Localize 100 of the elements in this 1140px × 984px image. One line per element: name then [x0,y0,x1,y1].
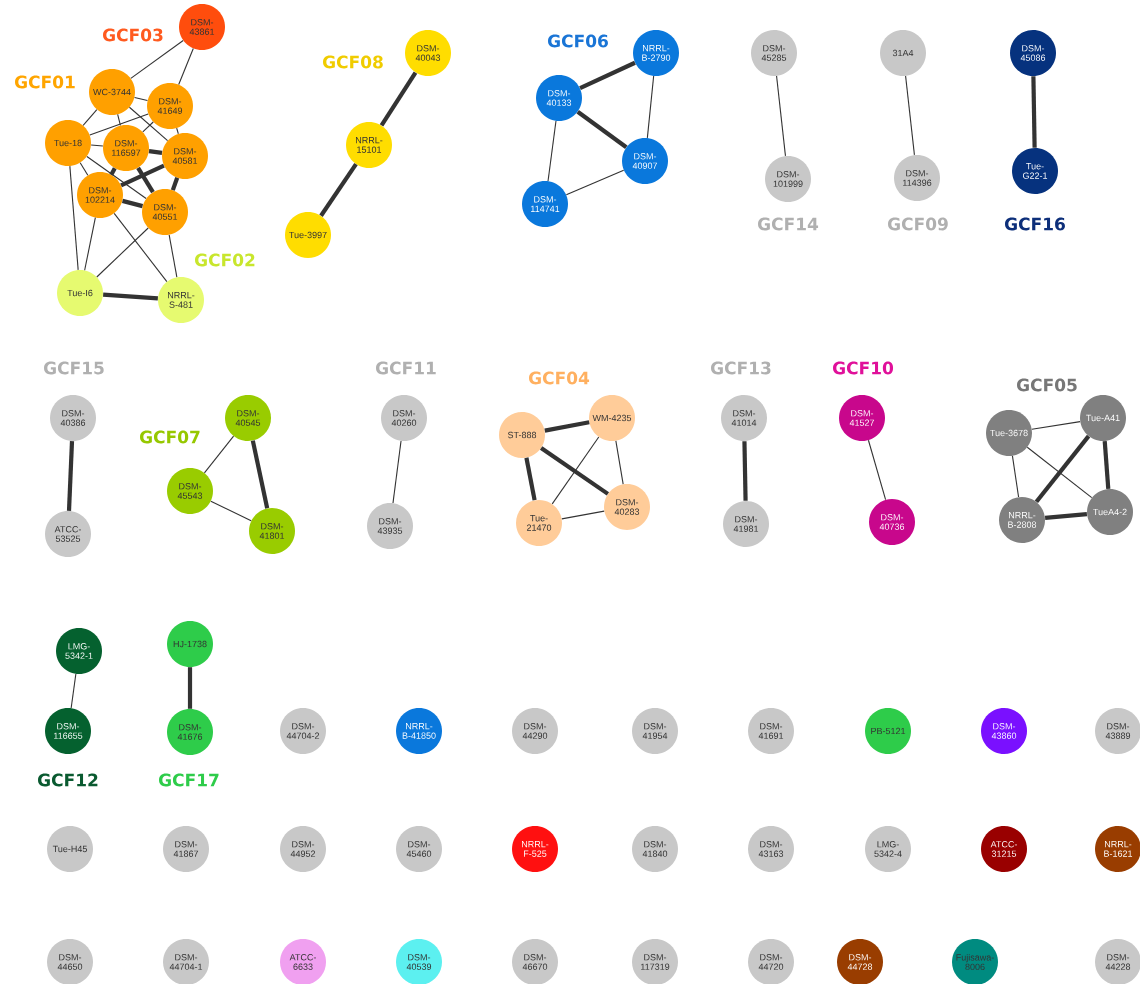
strain-node: DSM-41691 [748,708,794,754]
strain-node: DSM-45285 [751,30,797,76]
strain-node: NRRL-F-525 [512,826,558,872]
edge-line [250,440,270,509]
edge-line [79,162,89,176]
strain-node: DSM-41840 [632,826,678,872]
strain-node: ST-888 [499,412,545,458]
edge-line [203,435,235,474]
strain-node: DSM-41527 [839,395,885,441]
strain-node: LMG-5342-4 [865,826,911,872]
edge-line [319,163,358,217]
cluster-label: GCF03 [103,28,163,42]
edge-line [170,177,180,191]
cluster-label: GCF05 [1017,378,1077,392]
edge-line [121,198,144,209]
strain-node: DSM-43889 [1095,708,1140,754]
strain-node: DSM-41649 [147,83,193,129]
strain-node: LMG-5342-1 [56,628,102,674]
edge-line [89,113,149,136]
strain-node: DSM-45543 [167,468,213,514]
edge-line [524,457,537,501]
strain-node: Tue-G22-1 [1012,148,1058,194]
strain-node: NRRL-S-481 [158,277,204,323]
cluster-label: GCF08 [323,55,383,69]
edge-line [103,292,158,301]
edge-line [1102,440,1111,489]
cluster-label: GCF16 [1005,217,1065,231]
strain-node: NRRL-B-1621 [1095,826,1140,872]
strain-node: DSM-41014 [721,395,767,441]
cluster-label: GCF06 [548,34,608,48]
strain-node: ATCC-31215 [981,826,1027,872]
strain-node: 31A4 [880,30,926,76]
strain-node: ATCC-6633 [280,939,326,984]
edge-line [539,446,610,496]
edge-line [776,75,786,157]
cluster-label: GCF02 [195,253,255,267]
edge-line [1044,512,1088,520]
strain-node: DSM-102214 [77,172,123,218]
edge-line [379,71,418,127]
strain-node: DSM-43163 [748,826,794,872]
edge-line [69,165,79,271]
strain-node: Fujisawa-8006 [952,939,998,984]
edge-line [1034,434,1091,504]
strain-node: DSM-44228 [1095,939,1140,984]
strain-node: DSM-40133 [536,75,582,121]
strain-node: Tue-A41 [1080,395,1126,441]
strain-node: Tue-H45 [47,826,93,872]
strain-node: DSM-43861 [179,4,225,50]
edge-line [392,440,402,504]
strain-node: DSM-40736 [869,499,915,545]
strain-node: DSM-40545 [225,395,271,441]
edge-line [109,167,117,176]
edge-line [70,673,77,709]
cluster-label: GCF01 [15,75,75,89]
edge-line [544,420,590,433]
cluster-label: GCF07 [140,430,200,444]
cluster-label: GCF15 [44,361,104,375]
strain-node: DSM-44728 [837,939,883,984]
edge-line [130,40,184,79]
strain-node: DSM-44952 [280,826,326,872]
strain-node: NRRL-15101 [346,122,392,168]
edge-line [615,440,624,485]
edge-line [120,163,165,188]
cluster-label: GCF11 [376,361,436,375]
edge-line [579,60,636,91]
strain-node: DSM-40581 [162,133,208,179]
strain-node: DSM-46670 [512,939,558,984]
strain-node: ATCC-53525 [45,511,91,557]
edge-line [1031,421,1081,430]
strain-node: DSM-41676 [167,709,213,755]
strain-node: Tue-18 [45,120,91,166]
strain-node: DSM-41801 [249,508,295,554]
strain-node: DSM-116655 [45,708,91,754]
edge-line [90,144,104,147]
edge-line [142,121,154,133]
strain-node: DSM-44704-1 [163,939,209,984]
strain-node: NRRL-B-2808 [999,497,1045,543]
edge-line [565,169,625,196]
strain-node: Tue-3997 [285,212,331,258]
strain-node: DSM-44704-2 [280,708,326,754]
edge-line [646,75,655,139]
strain-node: DSM-41981 [723,501,769,547]
strain-node: DSM-117319 [632,939,678,984]
edge-line [210,500,252,522]
edge-line [134,96,148,102]
edge-line [576,110,628,149]
edge-line [168,234,178,278]
strain-node: DSM-114396 [894,155,940,201]
cluster-label: GCF12 [38,773,98,787]
edge-line [867,439,887,501]
edge-line [113,212,168,283]
strain-node: TueA4-2 [1087,489,1133,535]
strain-node: WM-4235 [589,395,635,441]
strain-node: DSM-45460 [396,826,442,872]
edge-line [176,127,179,135]
strain-node: HJ-1738 [167,621,213,667]
strain-node: DSM-40260 [381,395,427,441]
strain-node: DSM-114741 [522,181,568,227]
edge-line [742,441,748,501]
strain-node: DSM-41867 [163,826,209,872]
